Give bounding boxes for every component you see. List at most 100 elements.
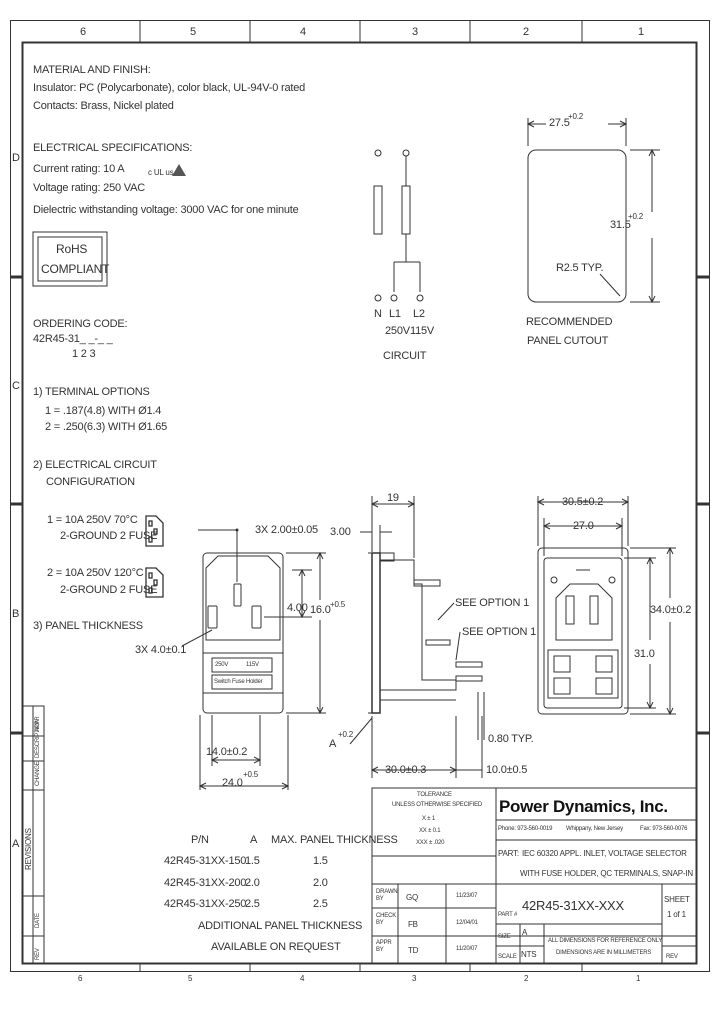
- col-label-1: 1: [638, 26, 644, 38]
- table-row-1-max: 1.5: [313, 855, 328, 867]
- see-option-1b: SEE OPTION 1: [462, 626, 537, 638]
- appr-label: APPR BY: [376, 940, 392, 953]
- terminal-option-2: 2 = .250(6.3) WITH Ø1.65: [45, 421, 168, 433]
- table-row-2-a: 2.0: [245, 877, 260, 889]
- company-phone: Phone: 973-560-0019: [498, 826, 553, 832]
- rohs-line-1: RoHS: [56, 242, 88, 256]
- col-label-4: 4: [300, 26, 306, 38]
- side-a-dim: A: [329, 738, 337, 750]
- tolerance-xxx: XXX ± .020: [416, 840, 445, 846]
- table-row-1-a: 1.5: [245, 855, 260, 867]
- drawn-label: DRAWN BY: [376, 889, 398, 902]
- front-label-text: Switch Fuse Holder: [214, 679, 263, 685]
- side-300-len: 30.0±0.3: [385, 764, 427, 776]
- cutout-label-1: RECOMMENDED: [526, 316, 613, 328]
- tolerance-sub: UNLESS OTHERWISE SPECIFIED: [392, 802, 483, 808]
- side-080-dim: 0.80 TYP.: [488, 733, 534, 745]
- dim-note-2: DIMENSIONS ARE IN MILLIMETERS: [556, 950, 652, 956]
- pn-label: PART #: [498, 912, 518, 918]
- rear-310-dim: 31.0: [634, 648, 655, 660]
- cutout-radius: R2.5 TYP.: [556, 262, 604, 274]
- cutout-label-2: PANEL CUTOUT: [527, 335, 609, 347]
- scale-value: NTS: [521, 950, 537, 959]
- rev-col-change: CHANGE: [35, 761, 41, 786]
- front-240-tol: +0.5: [243, 770, 258, 779]
- material-title: MATERIAL AND FINISH:: [33, 64, 151, 76]
- front-240-dim: 24.0: [222, 777, 243, 789]
- table-row-3-max: 2.5: [313, 898, 328, 910]
- table-row-3-pn: 42R45-31XX-250: [164, 898, 247, 910]
- check-by: FB: [408, 920, 418, 929]
- row-label-d: D: [12, 152, 20, 164]
- front-160-tol: +0.5: [330, 600, 345, 609]
- front-160-dim: 16.0: [310, 604, 331, 616]
- ordering-positions: 1 2 3: [72, 348, 96, 360]
- table-row-3-a: 2.5: [245, 898, 260, 910]
- table-header-pn: P/N: [191, 834, 209, 846]
- appr-date: 11/20/07: [456, 946, 478, 952]
- circuit-115v: 115V: [410, 325, 435, 337]
- circuit-option-2a: 2 = 10A 250V 120°C: [47, 567, 144, 579]
- see-option-1a: SEE OPTION 1: [455, 597, 530, 609]
- row-label-b: B: [12, 608, 20, 620]
- part-desc-1: IEC 60320 APPL. INLET, VOLTAGE SELECTOR: [522, 849, 687, 858]
- company-name: Power Dynamics, Inc.: [499, 797, 668, 816]
- side-a-tol: +0.2: [338, 730, 353, 739]
- circuit-label: CIRCUIT: [383, 350, 427, 362]
- table-note-2: AVAILABLE ON REQUEST: [211, 941, 341, 953]
- pins-dim: 3X 2.00±0.05: [255, 524, 318, 536]
- check-label: CHECK BY: [376, 913, 397, 926]
- col-label-bottom-3: 3: [412, 974, 417, 983]
- circuit-l2: L2: [413, 308, 425, 320]
- rear-270-dim: 27.0: [573, 520, 594, 532]
- row-label-c: C: [12, 380, 20, 392]
- tolerance-xx: XX ± 0.1: [419, 828, 441, 834]
- circuit-title-2: CONFIGURATION: [46, 476, 135, 488]
- part-desc-2: WITH FUSE HOLDER, QC TERMINALS, SNAP-IN: [520, 869, 693, 878]
- size-label: SIZE: [498, 934, 511, 940]
- ordering-title: ORDERING CODE:: [33, 318, 128, 330]
- rev-label: REV: [666, 954, 678, 960]
- terminal-title: 1) TERMINAL OPTIONS: [33, 386, 150, 398]
- tolerance-x: X ± 1: [422, 816, 435, 822]
- rear-305-dim: 30.5±0.2: [562, 496, 604, 508]
- revisions-title: REVISIONS: [24, 828, 33, 870]
- drawn-by: GQ: [406, 893, 419, 902]
- table-note-1: ADDITIONAL PANEL THICKNESS: [198, 920, 363, 932]
- front-label-v2: 115V: [246, 662, 259, 668]
- dim-note-1: ALL DIMENSIONS FOR REFERENCE ONLY: [548, 938, 663, 944]
- col-label-3: 3: [412, 26, 418, 38]
- panel-thickness-title: 3) PANEL THICKNESS: [33, 620, 143, 632]
- size-value: A: [522, 928, 528, 937]
- cutout-width: 27.5: [549, 117, 570, 129]
- front-140-dim: 14.0±0.2: [206, 746, 248, 758]
- insulator-spec: Insulator: PC (Polycarbonate), color bla…: [33, 82, 306, 94]
- side-19-dim: 19: [387, 492, 399, 504]
- cutout-width-tol: +0.2: [568, 112, 583, 121]
- appr-by: TD: [408, 946, 419, 955]
- row-label-a: A: [12, 838, 20, 850]
- circuit-option-2b: 2-GROUND 2 FUSE: [60, 584, 158, 596]
- ordering-code: 42R45-31_ _-_ _: [33, 333, 113, 345]
- terminal-option-1: 1 = .187(4.8) WITH Ø1.4: [45, 405, 162, 417]
- company-fax: Fax: 973-560-0076: [640, 826, 688, 832]
- rohs-line-2: COMPLIANT: [41, 262, 110, 276]
- side-100-dim: 10.0±0.5: [486, 764, 528, 776]
- company-city: Whippany, New Jersey: [566, 826, 623, 832]
- col-label-bottom-1: 1: [636, 974, 641, 983]
- circuit-title: 2) ELECTRICAL CIRCUIT: [33, 459, 157, 471]
- warning-triangle-icon: [172, 164, 186, 176]
- contacts-spec: Contacts: Brass, Nickel plated: [33, 100, 174, 112]
- front-label-v1: 250V: [215, 662, 229, 668]
- col-label-bottom-2: 2: [524, 974, 529, 983]
- part-number: 42R45-31XX-XXX: [522, 898, 624, 913]
- rev-col-date: DATE: [35, 913, 41, 928]
- front-400-dim: 4.00: [287, 602, 308, 614]
- table-header-a: A: [250, 834, 258, 846]
- table-row-2-pn: 42R45-31XX-200: [164, 877, 247, 889]
- col-label-5: 5: [190, 26, 196, 38]
- col-label-2: 2: [523, 26, 529, 38]
- circuit-l1: L1: [389, 308, 401, 320]
